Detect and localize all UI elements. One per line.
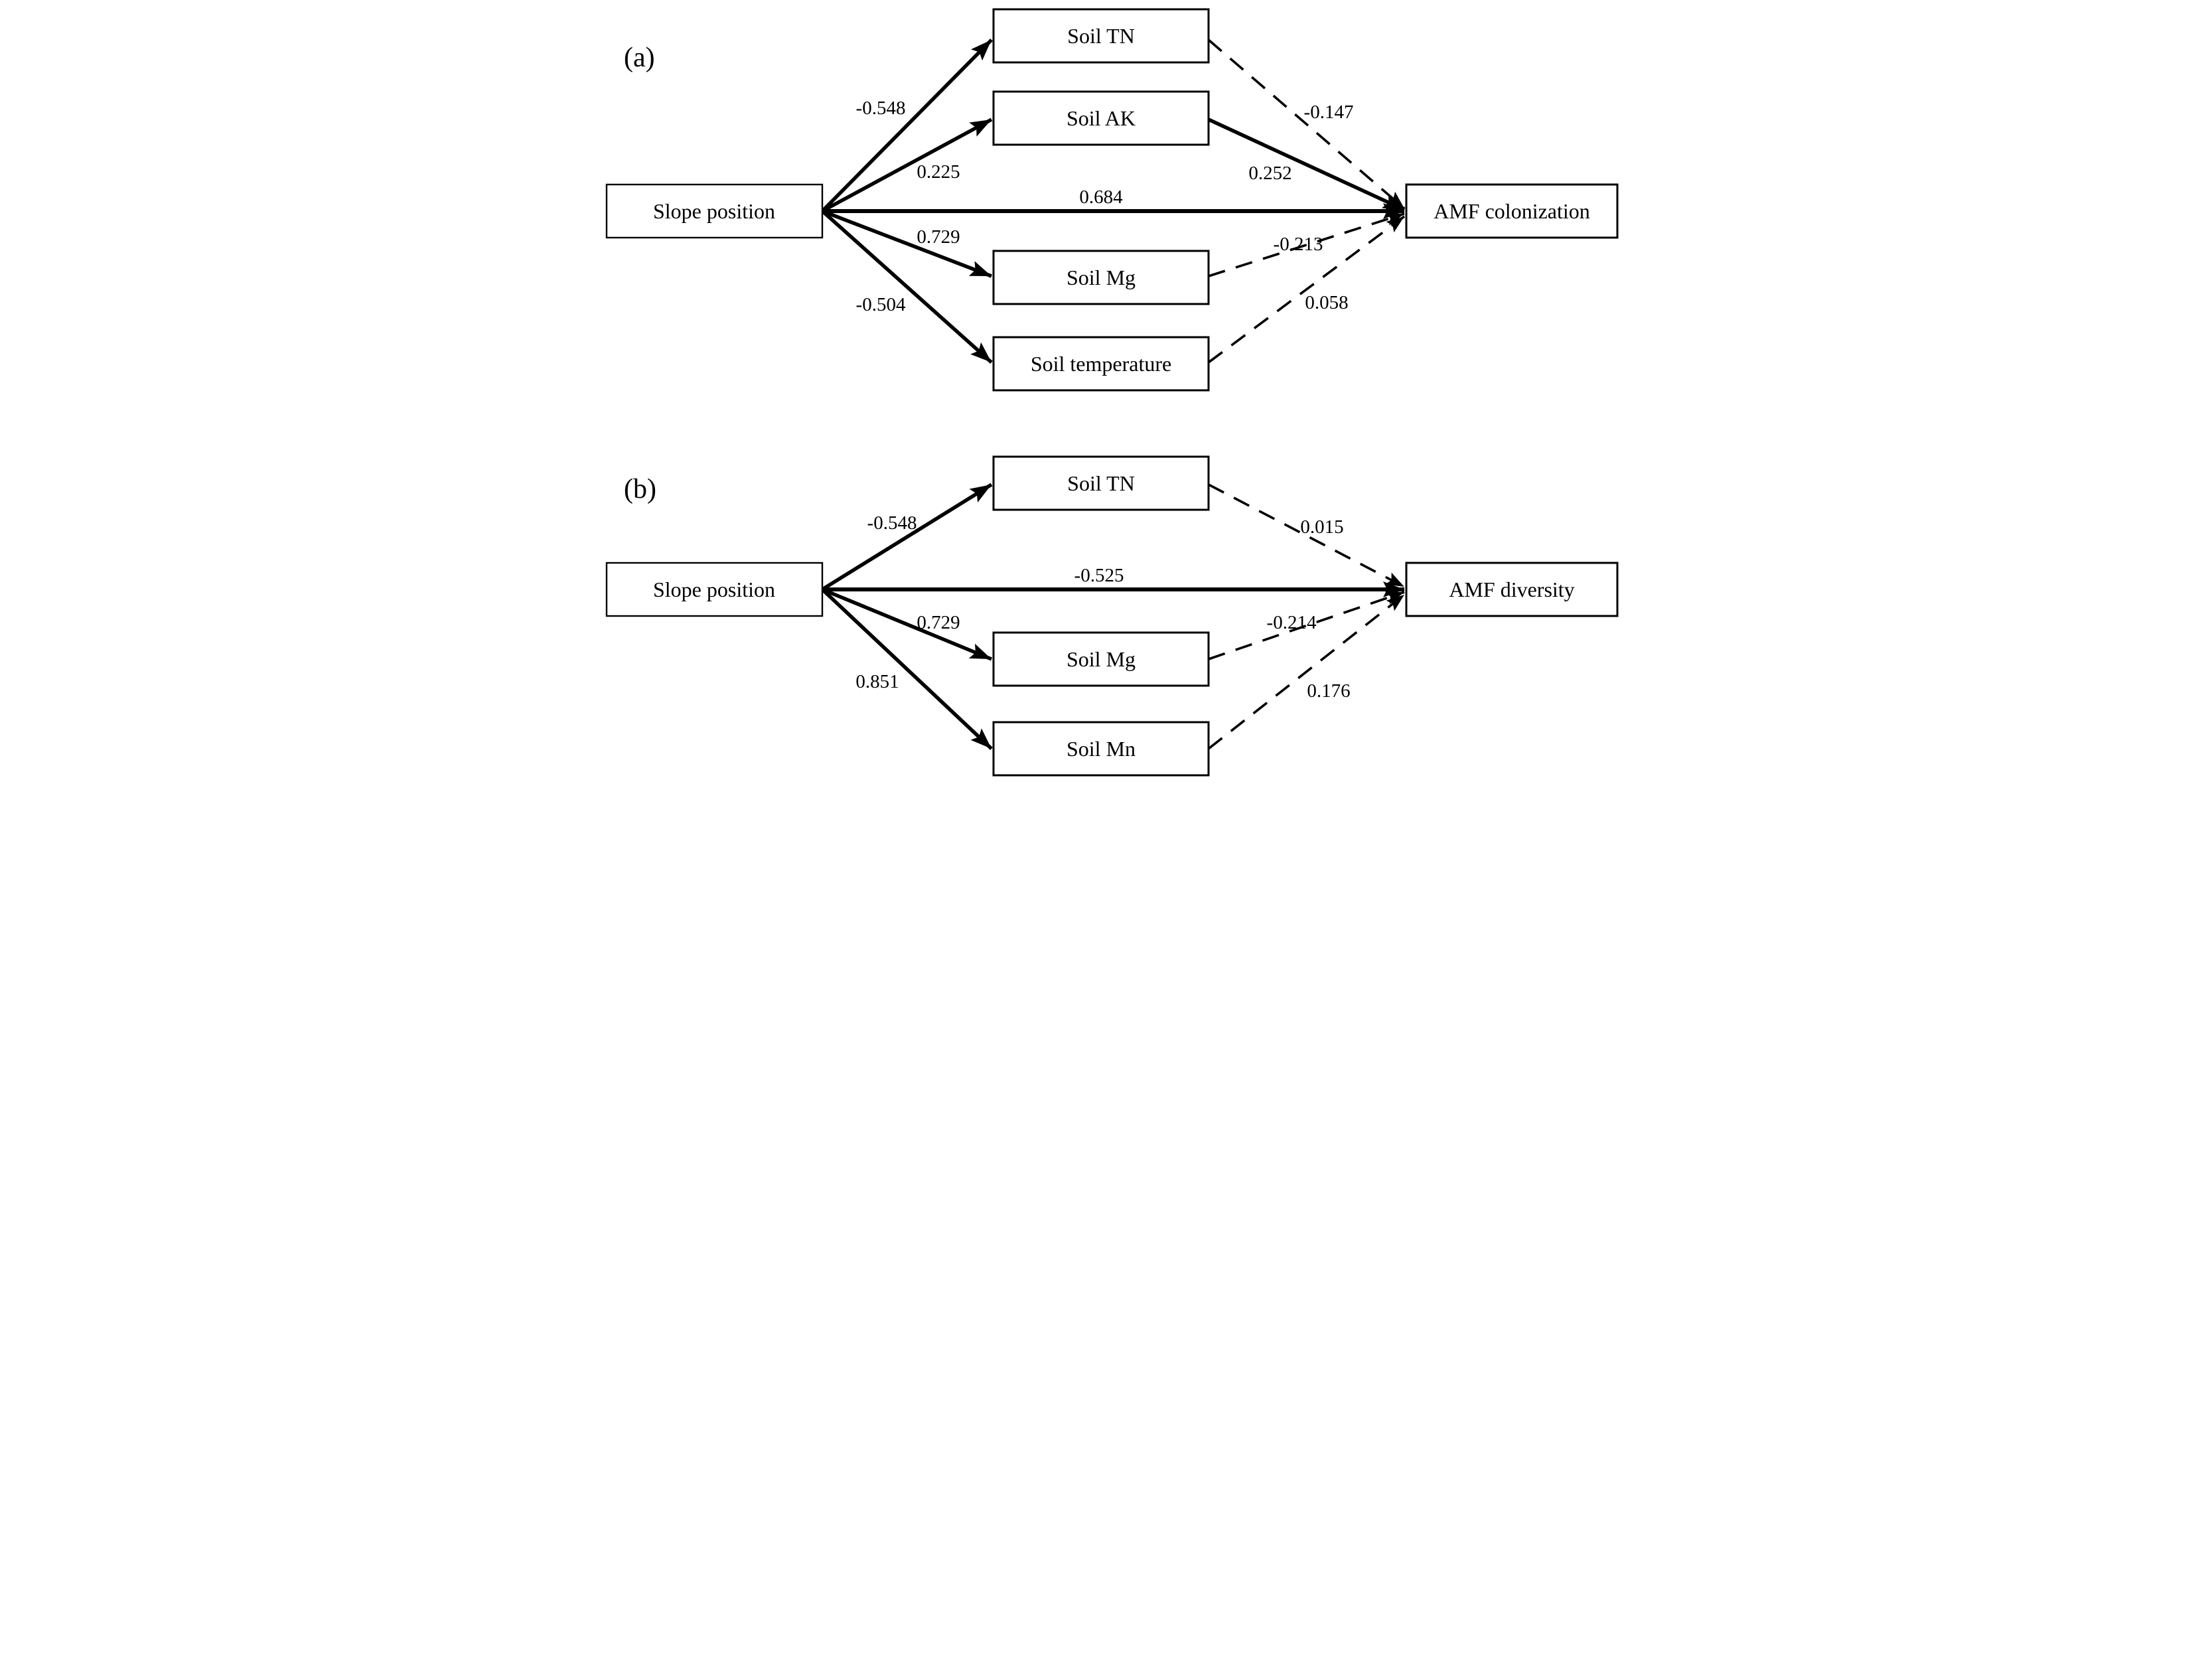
node-b-soil-mn: Soil Mn xyxy=(992,721,1210,777)
path-a-slope-to-soil-ak xyxy=(821,117,993,213)
path-b-slope-to-soil-mg xyxy=(821,587,993,661)
coef-b-soil-mg-amf-diversity: -0.214 xyxy=(1267,612,1317,633)
path-a-slope-to-soil-tn xyxy=(821,38,993,212)
coef-a-soil-tn-amf-colonization: -0.147 xyxy=(1304,102,1354,123)
coef-b-slope-amf-diversity: -0.525 xyxy=(1074,565,1124,586)
node-b-soil-tn: Soil TN xyxy=(992,455,1210,511)
node-a-slope-position-label: Slope position xyxy=(653,199,775,223)
node-a-soil-mg: Soil Mg xyxy=(992,250,1210,305)
node-a-soil-ak-label: Soil AK xyxy=(1067,106,1136,130)
coef-a-slope-soil-ak: 0.225 xyxy=(917,161,960,183)
node-b-soil-mn-box xyxy=(992,721,1210,777)
node-b-soil-tn-box xyxy=(992,455,1210,511)
node-a-soil-temperature-label: Soil temperature xyxy=(1031,352,1171,376)
node-b-soil-mg-box xyxy=(992,631,1210,687)
node-a-slope-position-box xyxy=(605,183,824,239)
diagram-canvas: (a) -0.548 0.225 0.684 0.729 -0.504 -0.1… xyxy=(605,8,1619,777)
node-a-amf-colonization-label: AMF colonization xyxy=(1434,199,1590,223)
panel-a-letter: (a) xyxy=(624,42,655,73)
node-b-soil-mg-label: Soil Mg xyxy=(1067,647,1136,671)
node-b-soil-mg: Soil Mg xyxy=(992,631,1210,687)
node-a-amf-colonization: AMF colonization xyxy=(1405,183,1619,239)
node-a-soil-temperature-box xyxy=(992,336,1210,392)
node-a-soil-temperature: Soil temperature xyxy=(992,336,1210,392)
node-a-soil-tn: Soil TN xyxy=(992,8,1210,64)
path-a-soil-tn-to-amf-colonization xyxy=(1207,38,1406,210)
node-b-amf-diversity: AMF diversity xyxy=(1405,562,1619,617)
path-b-soil-tn-to-amf-diversity xyxy=(1208,483,1405,588)
path-a-soil-mg-to-amf-colonization xyxy=(1208,212,1405,277)
node-b-amf-diversity-box xyxy=(1405,562,1619,617)
node-b-slope-position-label: Slope position xyxy=(653,577,775,601)
path-a-slope-to-soil-mg xyxy=(822,209,992,278)
sem-path-diagram: (a) -0.548 0.225 0.684 0.729 -0.504 -0.1… xyxy=(593,0,1619,779)
path-a-soil-temperature-to-amf-colonization xyxy=(1207,215,1406,364)
coef-a-soil-ak-amf-colonization: 0.252 xyxy=(1248,163,1291,184)
coef-a-soil-temperature-amf-colonization: 0.058 xyxy=(1305,292,1348,313)
path-b-slope-to-soil-mn xyxy=(821,587,993,751)
path-b-soil-mn-to-amf-diversity xyxy=(1207,593,1406,750)
path-b-slope-to-soil-tn xyxy=(821,483,993,591)
coef-b-soil-tn-amf-diversity: 0.015 xyxy=(1300,516,1343,538)
node-a-soil-tn-label: Soil TN xyxy=(1067,24,1135,48)
coef-a-slope-soil-mg: 0.729 xyxy=(917,226,960,248)
path-b-soil-mg-to-amf-diversity xyxy=(1208,591,1405,660)
path-a-soil-ak-to-amf-colonization xyxy=(1207,117,1406,212)
coef-b-slope-soil-mg: 0.729 xyxy=(917,612,960,633)
coef-b-slope-soil-mn: 0.851 xyxy=(855,671,899,692)
path-a-slope-to-soil-temperature xyxy=(821,209,993,364)
node-b-soil-tn-label: Soil TN xyxy=(1067,471,1135,495)
node-b-amf-diversity-label: AMF diversity xyxy=(1449,577,1574,601)
coef-a-slope-soil-temperature: -0.504 xyxy=(856,294,906,315)
coef-b-slope-soil-tn: -0.548 xyxy=(867,512,917,534)
coef-a-slope-soil-tn: -0.548 xyxy=(856,98,906,119)
node-b-slope-position-box xyxy=(605,562,824,617)
node-b-slope-position: Slope position xyxy=(605,562,824,617)
node-a-soil-mg-box xyxy=(992,250,1210,305)
node-b-soil-mn-label: Soil Mn xyxy=(1067,737,1136,761)
coef-a-soil-mg-amf-colonization: -0.213 xyxy=(1274,234,1323,255)
node-a-soil-ak-box xyxy=(992,90,1210,146)
coef-b-soil-mn-amf-diversity: 0.176 xyxy=(1307,680,1350,702)
node-a-amf-colonization-box xyxy=(1405,183,1619,239)
node-a-soil-ak: Soil AK xyxy=(992,90,1210,146)
node-a-soil-mg-label: Soil Mg xyxy=(1067,266,1136,289)
node-a-slope-position: Slope position xyxy=(605,183,824,239)
coef-a-slope-amf-colonization: 0.684 xyxy=(1079,187,1123,208)
panel-b-letter: (b) xyxy=(624,474,656,504)
node-a-soil-tn-box xyxy=(992,8,1210,64)
